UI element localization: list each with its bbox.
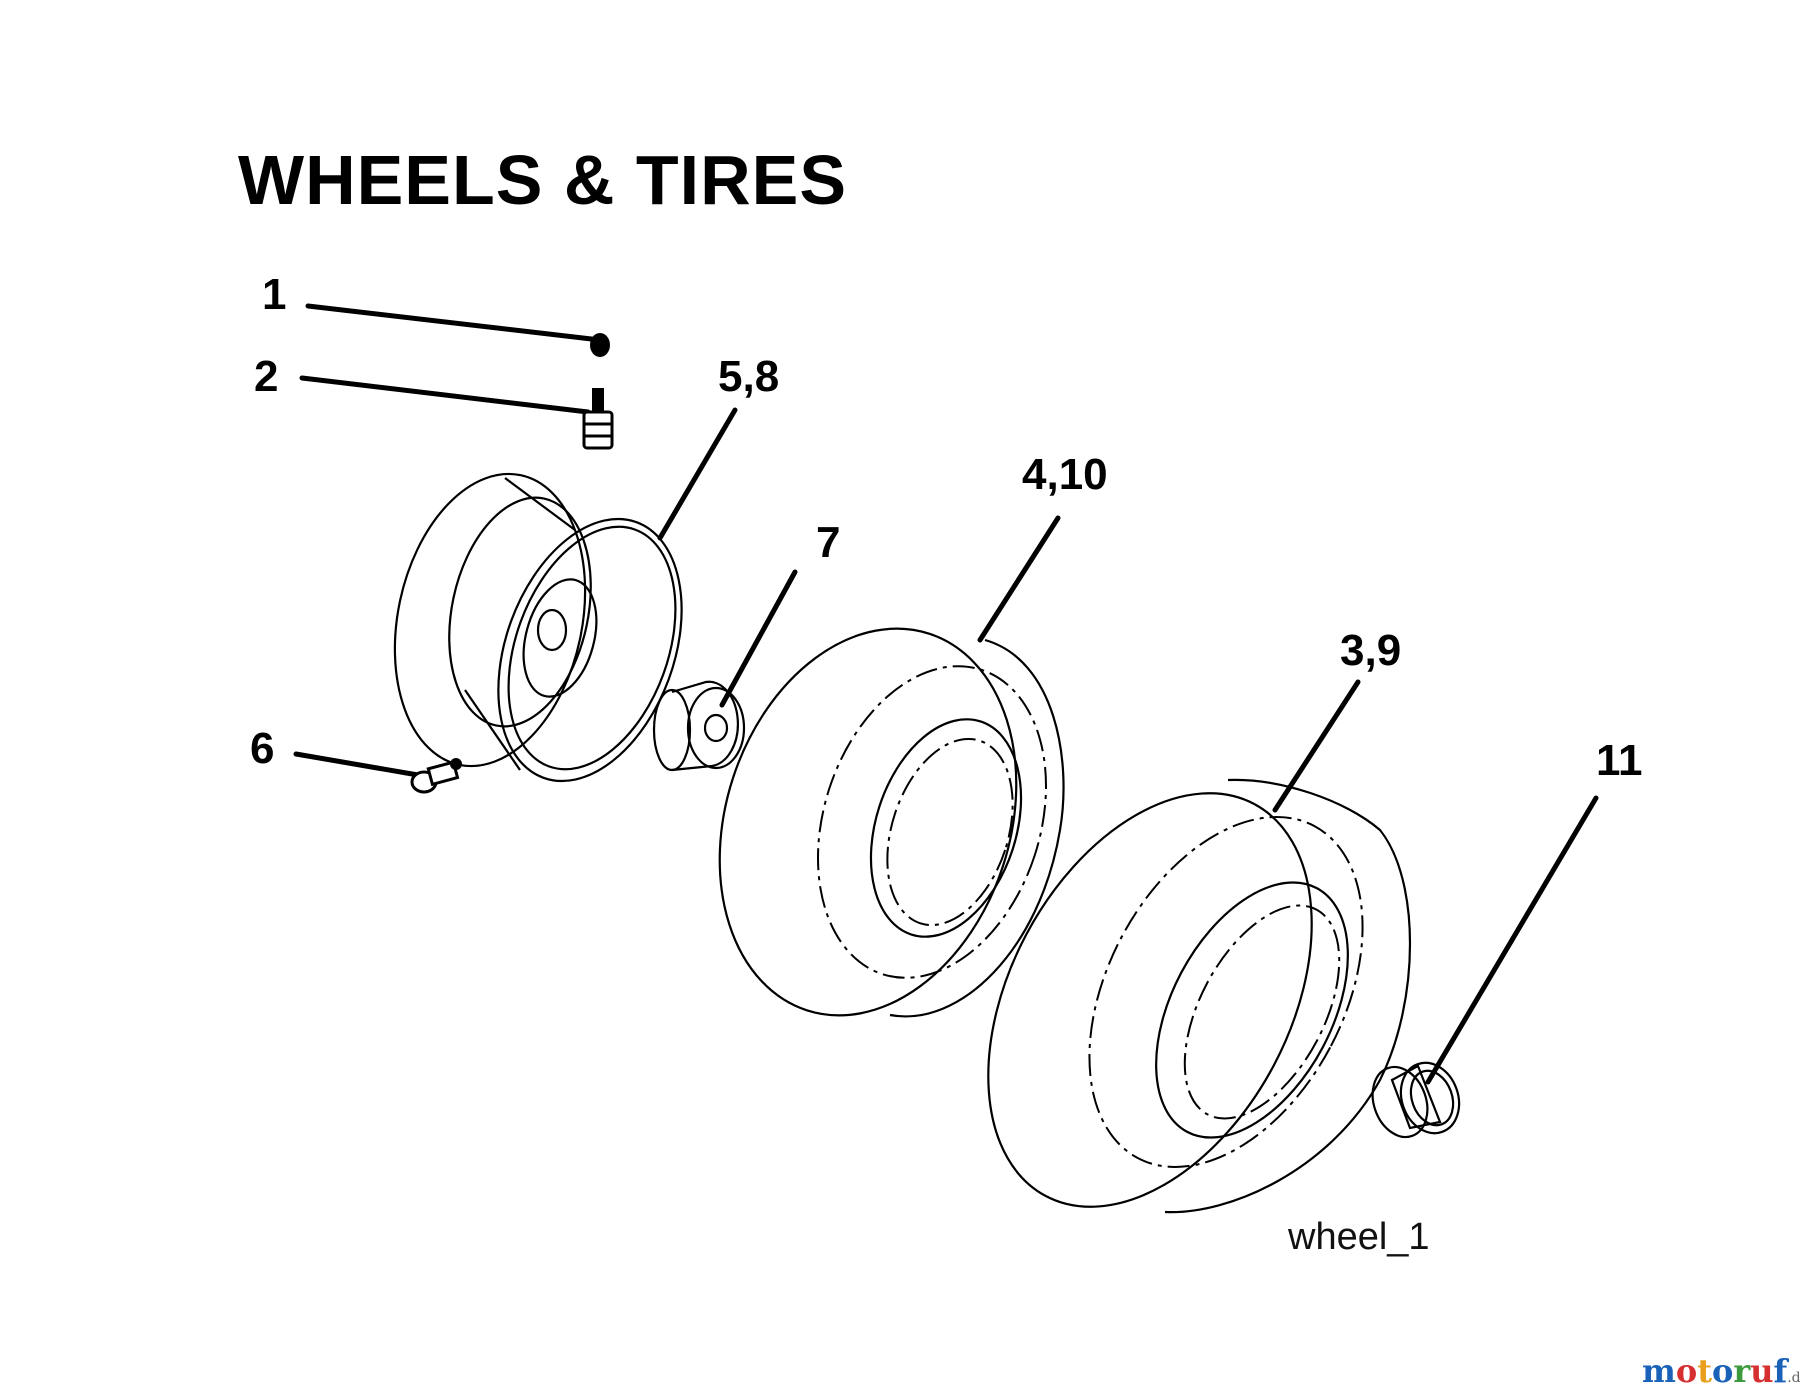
watermark-letter: o xyxy=(1711,1352,1734,1390)
leader-line-410 xyxy=(977,515,1061,643)
diagram-title: WHEELS & TIRES xyxy=(238,141,848,219)
leader-line-39 xyxy=(1272,679,1361,813)
callout-4-10: 4,10 xyxy=(1022,450,1108,499)
callout-1: 1 xyxy=(262,270,287,319)
callout-5-8: 5,8 xyxy=(718,352,780,401)
watermark-letter: t xyxy=(1697,1352,1712,1390)
front-tire-part xyxy=(718,627,1065,1018)
leader-line-1 xyxy=(305,303,603,343)
grease-fitting-part xyxy=(410,758,462,794)
wheel-rim-part xyxy=(393,472,683,783)
bushing-part xyxy=(652,680,746,772)
watermark-letter: f xyxy=(1773,1352,1788,1390)
callout-11: 11 xyxy=(1596,736,1643,785)
watermark-tld: .de xyxy=(1787,1370,1800,1386)
leader-line-2 xyxy=(299,375,591,415)
site-watermark-logo: motoruf.de xyxy=(1642,1352,1800,1390)
leader-line-58 xyxy=(657,407,738,541)
valve-stem-part xyxy=(582,388,614,450)
callout-3-9: 3,9 xyxy=(1340,626,1402,675)
figure-reference-label: wheel_1 xyxy=(1288,1216,1430,1258)
rear-tire-part xyxy=(987,778,1411,1214)
watermark-letter: r xyxy=(1733,1352,1751,1390)
watermark-letters: motoruf xyxy=(1642,1352,1787,1390)
leader-line-7 xyxy=(719,569,798,708)
callout-2: 2 xyxy=(254,352,279,401)
callout-7: 7 xyxy=(816,518,841,567)
watermark-letter: m xyxy=(1642,1352,1676,1390)
watermark-letter: u xyxy=(1750,1352,1774,1390)
callout-6: 6 xyxy=(250,724,275,773)
hub-cap-part xyxy=(1371,1061,1461,1139)
leader-line-11 xyxy=(1425,795,1599,1085)
leader-line-6 xyxy=(293,751,421,778)
watermark-letter: o xyxy=(1675,1352,1698,1390)
valve-cap-part xyxy=(590,333,610,357)
